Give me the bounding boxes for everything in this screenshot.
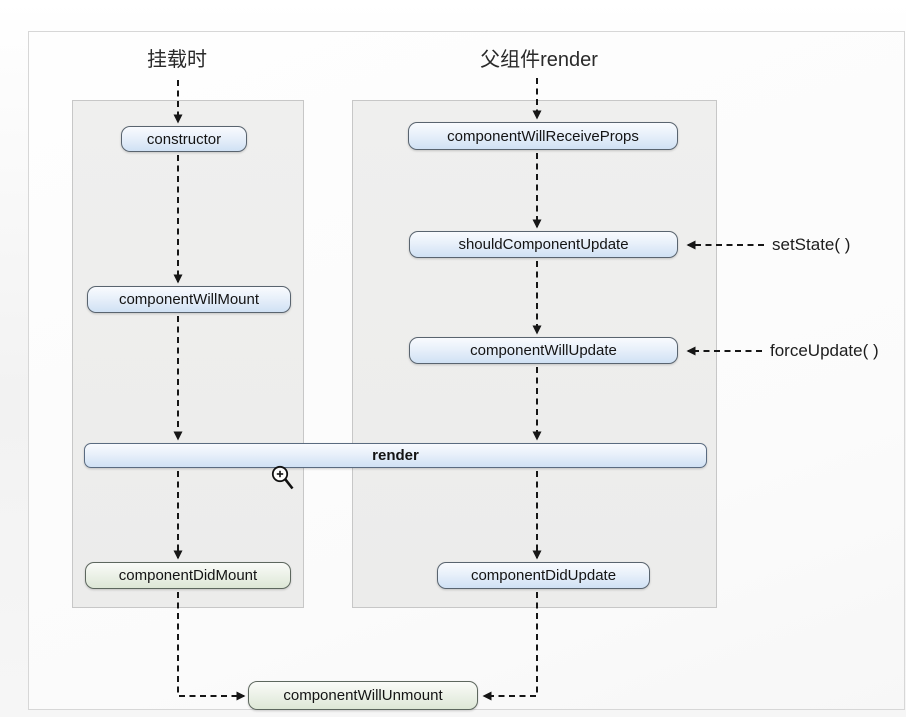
node-componentdidmount: componentDidMount <box>85 562 291 589</box>
zoom-in-cursor-icon <box>271 465 294 490</box>
parent-render-heading: 父组件render <box>480 49 598 71</box>
node-componentwillupdate: componentWillUpdate <box>409 337 678 364</box>
node-componentwillunmount: componentWillUnmount <box>248 681 478 710</box>
mount-phase-heading: 挂载时 <box>147 49 207 71</box>
node-componentwillreceiveprops: componentWillReceiveProps <box>408 122 678 150</box>
node-componentdidupdate: componentDidUpdate <box>437 562 650 589</box>
node-componentwillmount: componentWillMount <box>87 286 291 313</box>
node-constructor: constructor <box>121 126 247 152</box>
node-render: render <box>84 443 707 468</box>
node-shouldcomponentupdate: shouldComponentUpdate <box>409 231 678 258</box>
mount-phase-panel <box>72 100 304 608</box>
forceupdate-annotation: forceUpdate( ) <box>770 341 879 360</box>
setstate-annotation: setState( ) <box>772 235 851 254</box>
